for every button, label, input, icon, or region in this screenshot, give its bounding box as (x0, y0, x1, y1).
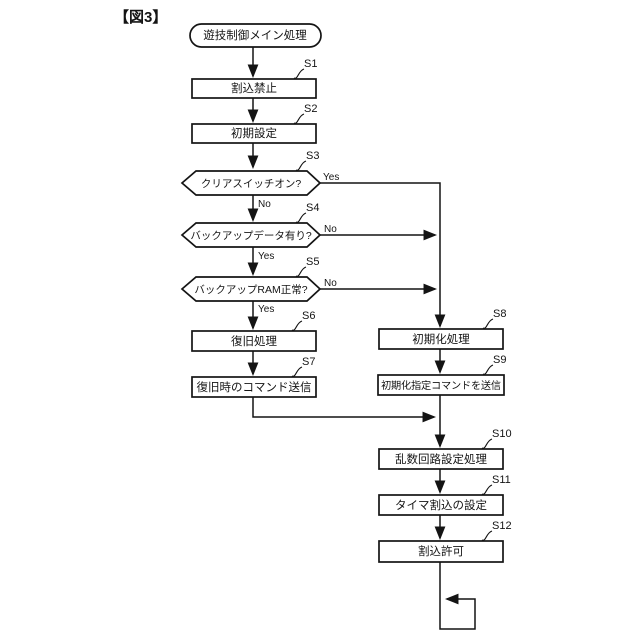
node-s5-decision: バックアップRAM正常? (180, 276, 322, 302)
edge-s7-to-join (252, 397, 437, 423)
decision-shape (180, 222, 322, 248)
s9-label: 初期化指定コマンドを送信 (381, 379, 501, 392)
process-shape (378, 328, 504, 350)
step-id-text: S8 (493, 308, 506, 320)
s7-label: 復旧時のコマンド送信 (197, 380, 312, 394)
step-id-text: S12 (492, 520, 512, 532)
leader-line (482, 364, 494, 375)
step-id-text: S3 (306, 150, 319, 162)
step-id-text: S4 (306, 202, 319, 214)
step-label-s5: S5 (295, 256, 319, 277)
step-id-text: S5 (306, 256, 319, 268)
step-id-text: S11 (492, 474, 511, 486)
step-label-s11: S11 (481, 474, 511, 495)
decision-shape (180, 276, 322, 302)
leader-line (295, 160, 307, 171)
start-label: 遊技制御メイン処理 (203, 28, 307, 42)
node-start-terminal: 遊技制御メイン処理 (189, 23, 322, 48)
leader-line (293, 68, 305, 79)
s11-label: タイマ割込の設定 (395, 498, 487, 512)
edge-s12-loop-back (439, 562, 476, 630)
s1-label: 割込禁止 (231, 81, 277, 95)
step-id-text: S1 (304, 58, 317, 70)
process-shape (378, 448, 504, 470)
process-shape (191, 78, 317, 99)
decision-shape (180, 170, 322, 196)
terminal-shape (189, 23, 322, 48)
leader-line (481, 484, 493, 495)
process-shape (378, 494, 504, 516)
process-shape (191, 376, 317, 398)
node-s1: 割込禁止 (191, 78, 317, 99)
s4-no-label: No (324, 224, 337, 235)
s5-no-label: No (324, 278, 337, 289)
s3-no-label: No (258, 199, 271, 210)
s4-label: バックアップデータ有り? (190, 229, 311, 242)
s2-label: 初期設定 (231, 126, 277, 140)
node-s9: 初期化指定コマンドを送信 (377, 374, 505, 396)
s12-label: 割込許可 (418, 544, 464, 558)
leader-line (291, 366, 303, 377)
process-shape (377, 374, 505, 396)
step-id-text: S6 (302, 310, 315, 322)
s6-label: 復旧処理 (231, 334, 277, 348)
node-s4-decision: バックアップデータ有り? (180, 222, 322, 248)
step-label-s2: S2 (293, 103, 317, 124)
node-s6: 復旧処理 (191, 330, 317, 352)
leader-line (295, 212, 307, 223)
step-label-s6: S6 (291, 310, 315, 331)
step-id-text: S10 (492, 428, 512, 440)
leader-line (293, 113, 305, 124)
s5-yes-label: Yes (258, 304, 274, 315)
leader-line (481, 530, 493, 541)
step-id-text: S9 (493, 354, 506, 366)
leader-line (482, 318, 494, 329)
figure-title: 【図3】 (114, 8, 167, 26)
step-label-s12: S12 (481, 520, 512, 541)
node-s2: 初期設定 (191, 123, 317, 144)
s10-label: 乱数回路設定処理 (395, 452, 487, 466)
node-s3-decision: クリアスイッチオン? (180, 170, 322, 196)
leader-line (291, 320, 303, 331)
step-label-s9: S9 (482, 354, 506, 375)
step-label-s8: S8 (482, 308, 506, 329)
node-s10: 乱数回路設定処理 (378, 448, 504, 470)
step-label-s1: S1 (293, 58, 317, 79)
node-s8: 初期化処理 (378, 328, 504, 350)
step-label-s4: S4 (295, 202, 319, 223)
s3-label: クリアスイッチオン? (201, 178, 301, 190)
node-s12: 割込許可 (378, 540, 504, 563)
process-shape (378, 540, 504, 563)
step-label-s10: S10 (481, 428, 512, 449)
step-id-text: S7 (302, 356, 315, 368)
s4-yes-label: Yes (258, 251, 274, 262)
process-shape (191, 123, 317, 144)
leader-line (481, 438, 493, 449)
s8-label: 初期化処理 (412, 332, 470, 346)
node-s11: タイマ割込の設定 (378, 494, 504, 516)
edge-s3-yes-to-s8 (320, 182, 446, 329)
s3-yes-label: Yes (323, 172, 339, 183)
leader-line (295, 266, 307, 277)
node-s7: 復旧時のコマンド送信 (191, 376, 317, 398)
step-label-s3: S3 (295, 150, 319, 171)
process-shape (191, 330, 317, 352)
s5-label: バックアップRAM正常? (194, 283, 307, 296)
step-label-s7: S7 (291, 356, 315, 377)
step-id-text: S2 (304, 103, 317, 115)
